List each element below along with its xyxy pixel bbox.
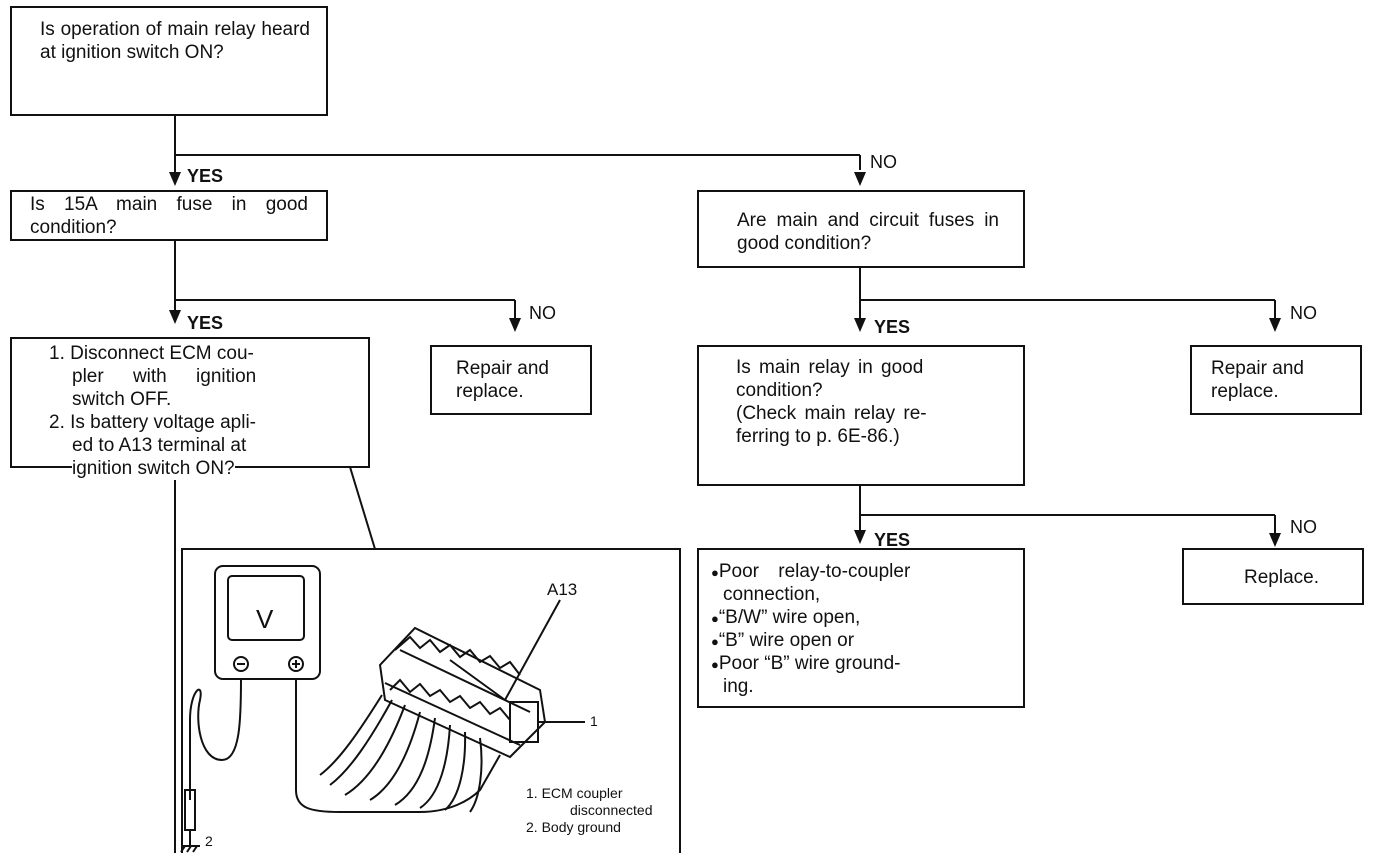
action-text: replace. [1211,381,1279,402]
step-line: ed to A13 terminal at [72,435,247,456]
step-line: pler with ignition [72,365,322,388]
callout-number: 1 [590,713,598,729]
no-label: NO [529,303,556,323]
legend-item: 2. Body ground [526,819,621,835]
step-line: ignition switch ON? [72,457,235,480]
yes-label: YES [187,166,224,186]
question-main-relay-text: Is main relay in good [736,357,924,378]
ecm-coupler-illustration [319,599,585,813]
question-circuit-fuses-text: Are main and circuit fuses in good condi… [737,210,999,254]
legend-item: disconnected [570,802,653,818]
cause-item: ●“B/W” wire open, [711,606,860,630]
cause-text: “B” wire open or [718,630,855,651]
yes-label: YES [874,530,911,550]
action-repair-replace: Repair and replace. [1190,345,1362,415]
step-line: 2. Is battery voltage apli- [49,412,256,433]
possible-causes: ●Poor relay-to-coupler connection, ●“B/W… [697,548,1025,708]
cause-item: connection, [723,584,821,605]
action-repair-replace: Repair and replace. [430,345,592,415]
action-replace: Replace. [1182,548,1364,605]
step-line: switch OFF. [72,389,172,410]
cause-item: ing. [723,676,754,697]
question-main-relay-text: (Check main relay re- [736,403,927,424]
action-text: Replace. [1244,567,1319,588]
question-main-relay-text: condition? [736,380,823,401]
cause-item: ●“B” wire open or [711,629,854,653]
question-relay-operation-text: Is operation of main relay heard at igni… [40,19,310,63]
cause-item: ●Poor relay-to-coupler [711,560,910,584]
bullet-icon: ● [711,611,719,626]
yes-label: YES [874,317,911,337]
question-main-relay: Is main relay in good condition? (Check … [697,345,1025,486]
action-text: Repair and [1211,358,1304,379]
question-circuit-fuses: Are main and circuit fuses in good condi… [697,190,1025,268]
no-label: NO [1290,303,1317,323]
meter-symbol: V [256,604,274,634]
yes-label: YES [187,313,224,333]
cause-text: “B/W” wire open, [718,607,861,628]
step-line-text: pler with ignition [72,366,257,387]
legend-item: 1. ECM coupler [526,785,623,801]
question-main-fuse: Is 15A main fuse in good condition? [10,190,328,241]
voltmeter-illustration [180,565,501,853]
action-text: Repair and [456,358,549,379]
cause-text: Poor relay-to-coupler [718,561,911,582]
cause-text: Poor “B” wire ground- [718,653,901,674]
bullet-icon: ● [711,657,719,672]
question-relay-operation: Is operation of main relay heard at igni… [10,6,328,116]
terminal-label-a13: A13 [547,580,578,599]
action-text: replace. [456,381,524,402]
bullet-icon: ● [711,634,719,649]
bullet-icon: ● [711,565,719,580]
callout-number: 2 [205,833,213,849]
step-line: 1. Disconnect ECM cou- [49,343,254,364]
no-label: NO [1290,517,1317,537]
question-main-relay-text: ferring to p. 6E-86.) [736,426,900,447]
question-main-fuse-text: Is 15A main fuse in good condition? [30,194,308,238]
no-label: NO [870,152,897,172]
cause-item: ●Poor “B” wire ground- [711,652,900,676]
step-check-voltage: 1. Disconnect ECM cou- pler with ignitio… [10,337,370,480]
